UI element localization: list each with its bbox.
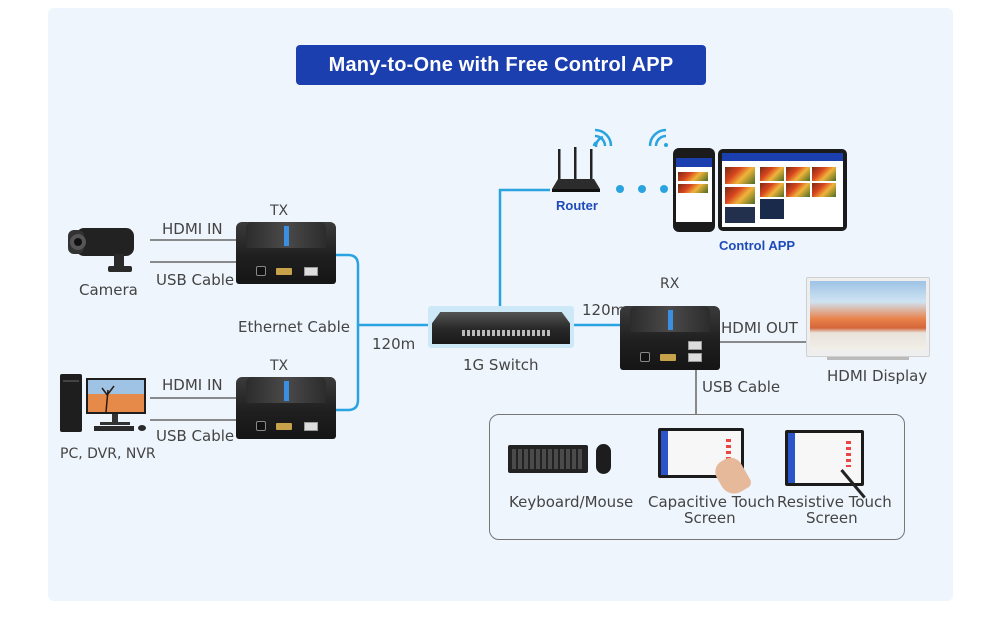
tx-extender-2 bbox=[236, 377, 336, 439]
router-label: Router bbox=[556, 198, 598, 213]
tx-label-2: TX bbox=[270, 358, 289, 374]
peripheral-label-resistive-line2: Screen bbox=[806, 509, 858, 527]
usb-cable-label-camera: USB Cable bbox=[156, 271, 235, 289]
usb-port-icon bbox=[304, 267, 318, 276]
hdmi-in-label-pc: HDMI IN bbox=[162, 376, 223, 394]
distance-label-left: 120m bbox=[372, 335, 416, 353]
usb-cable-label-rx: USB Cable bbox=[702, 378, 781, 396]
peripheral-label-capacitive-line2: Screen bbox=[684, 509, 736, 527]
display-label: HDMI Display bbox=[827, 367, 928, 385]
wifi-icon bbox=[592, 128, 613, 148]
rx-extender bbox=[620, 306, 720, 370]
control-app-label: Control APP bbox=[719, 238, 796, 253]
usb-port-icon bbox=[688, 341, 702, 350]
smartphone-icon bbox=[673, 148, 715, 232]
dc-port-icon bbox=[256, 266, 266, 276]
ethernet-line-to-router bbox=[498, 188, 550, 306]
hdmi-in-label-camera: HDMI IN bbox=[162, 220, 223, 238]
peripheral-label-capacitive-line1: Capacitive Touch bbox=[648, 493, 775, 511]
ethernet-cable-label: Ethernet Cable bbox=[238, 318, 350, 336]
tx-extender-1 bbox=[236, 222, 336, 284]
resistive-touch-screen-icon bbox=[785, 430, 864, 486]
peripheral-label-resistive-line1: Resistive Touch bbox=[777, 493, 892, 511]
switch-label: 1G Switch bbox=[463, 356, 539, 374]
source-label-pc: PC, DVR, NVR bbox=[60, 446, 156, 462]
peripheral-label-keyboard-mouse: Keyboard/Mouse bbox=[509, 493, 634, 511]
hdmi-port-icon bbox=[660, 354, 676, 361]
diagram-title: Many-to-One with Free Control APP bbox=[296, 45, 706, 85]
camera-icon bbox=[68, 228, 134, 272]
dc-port-icon bbox=[640, 352, 650, 362]
distance-label-right: 120m bbox=[582, 301, 626, 319]
ethernet-line-tx1 bbox=[336, 253, 360, 412]
rx-label: RX bbox=[660, 276, 680, 292]
wifi-icon bbox=[648, 128, 668, 147]
usb-port-icon bbox=[304, 422, 318, 431]
desktop-pc-icon bbox=[60, 374, 146, 432]
tablet-icon bbox=[718, 149, 847, 231]
usb-port-icon bbox=[688, 353, 702, 362]
hdmi-port-icon bbox=[276, 423, 292, 430]
network-switch-icon bbox=[428, 306, 574, 348]
usb-cable-label-pc: USB Cable bbox=[156, 427, 235, 445]
dc-port-icon bbox=[256, 421, 266, 431]
tv-display-icon bbox=[806, 277, 930, 360]
source-label-camera: Camera bbox=[79, 281, 138, 299]
router-icon bbox=[552, 147, 600, 192]
hdmi-out-label: HDMI OUT bbox=[721, 319, 798, 337]
mouse-icon bbox=[596, 444, 611, 474]
keyboard-icon bbox=[508, 445, 588, 473]
tx-label-1: TX bbox=[270, 203, 289, 219]
hdmi-port-icon bbox=[276, 268, 292, 275]
